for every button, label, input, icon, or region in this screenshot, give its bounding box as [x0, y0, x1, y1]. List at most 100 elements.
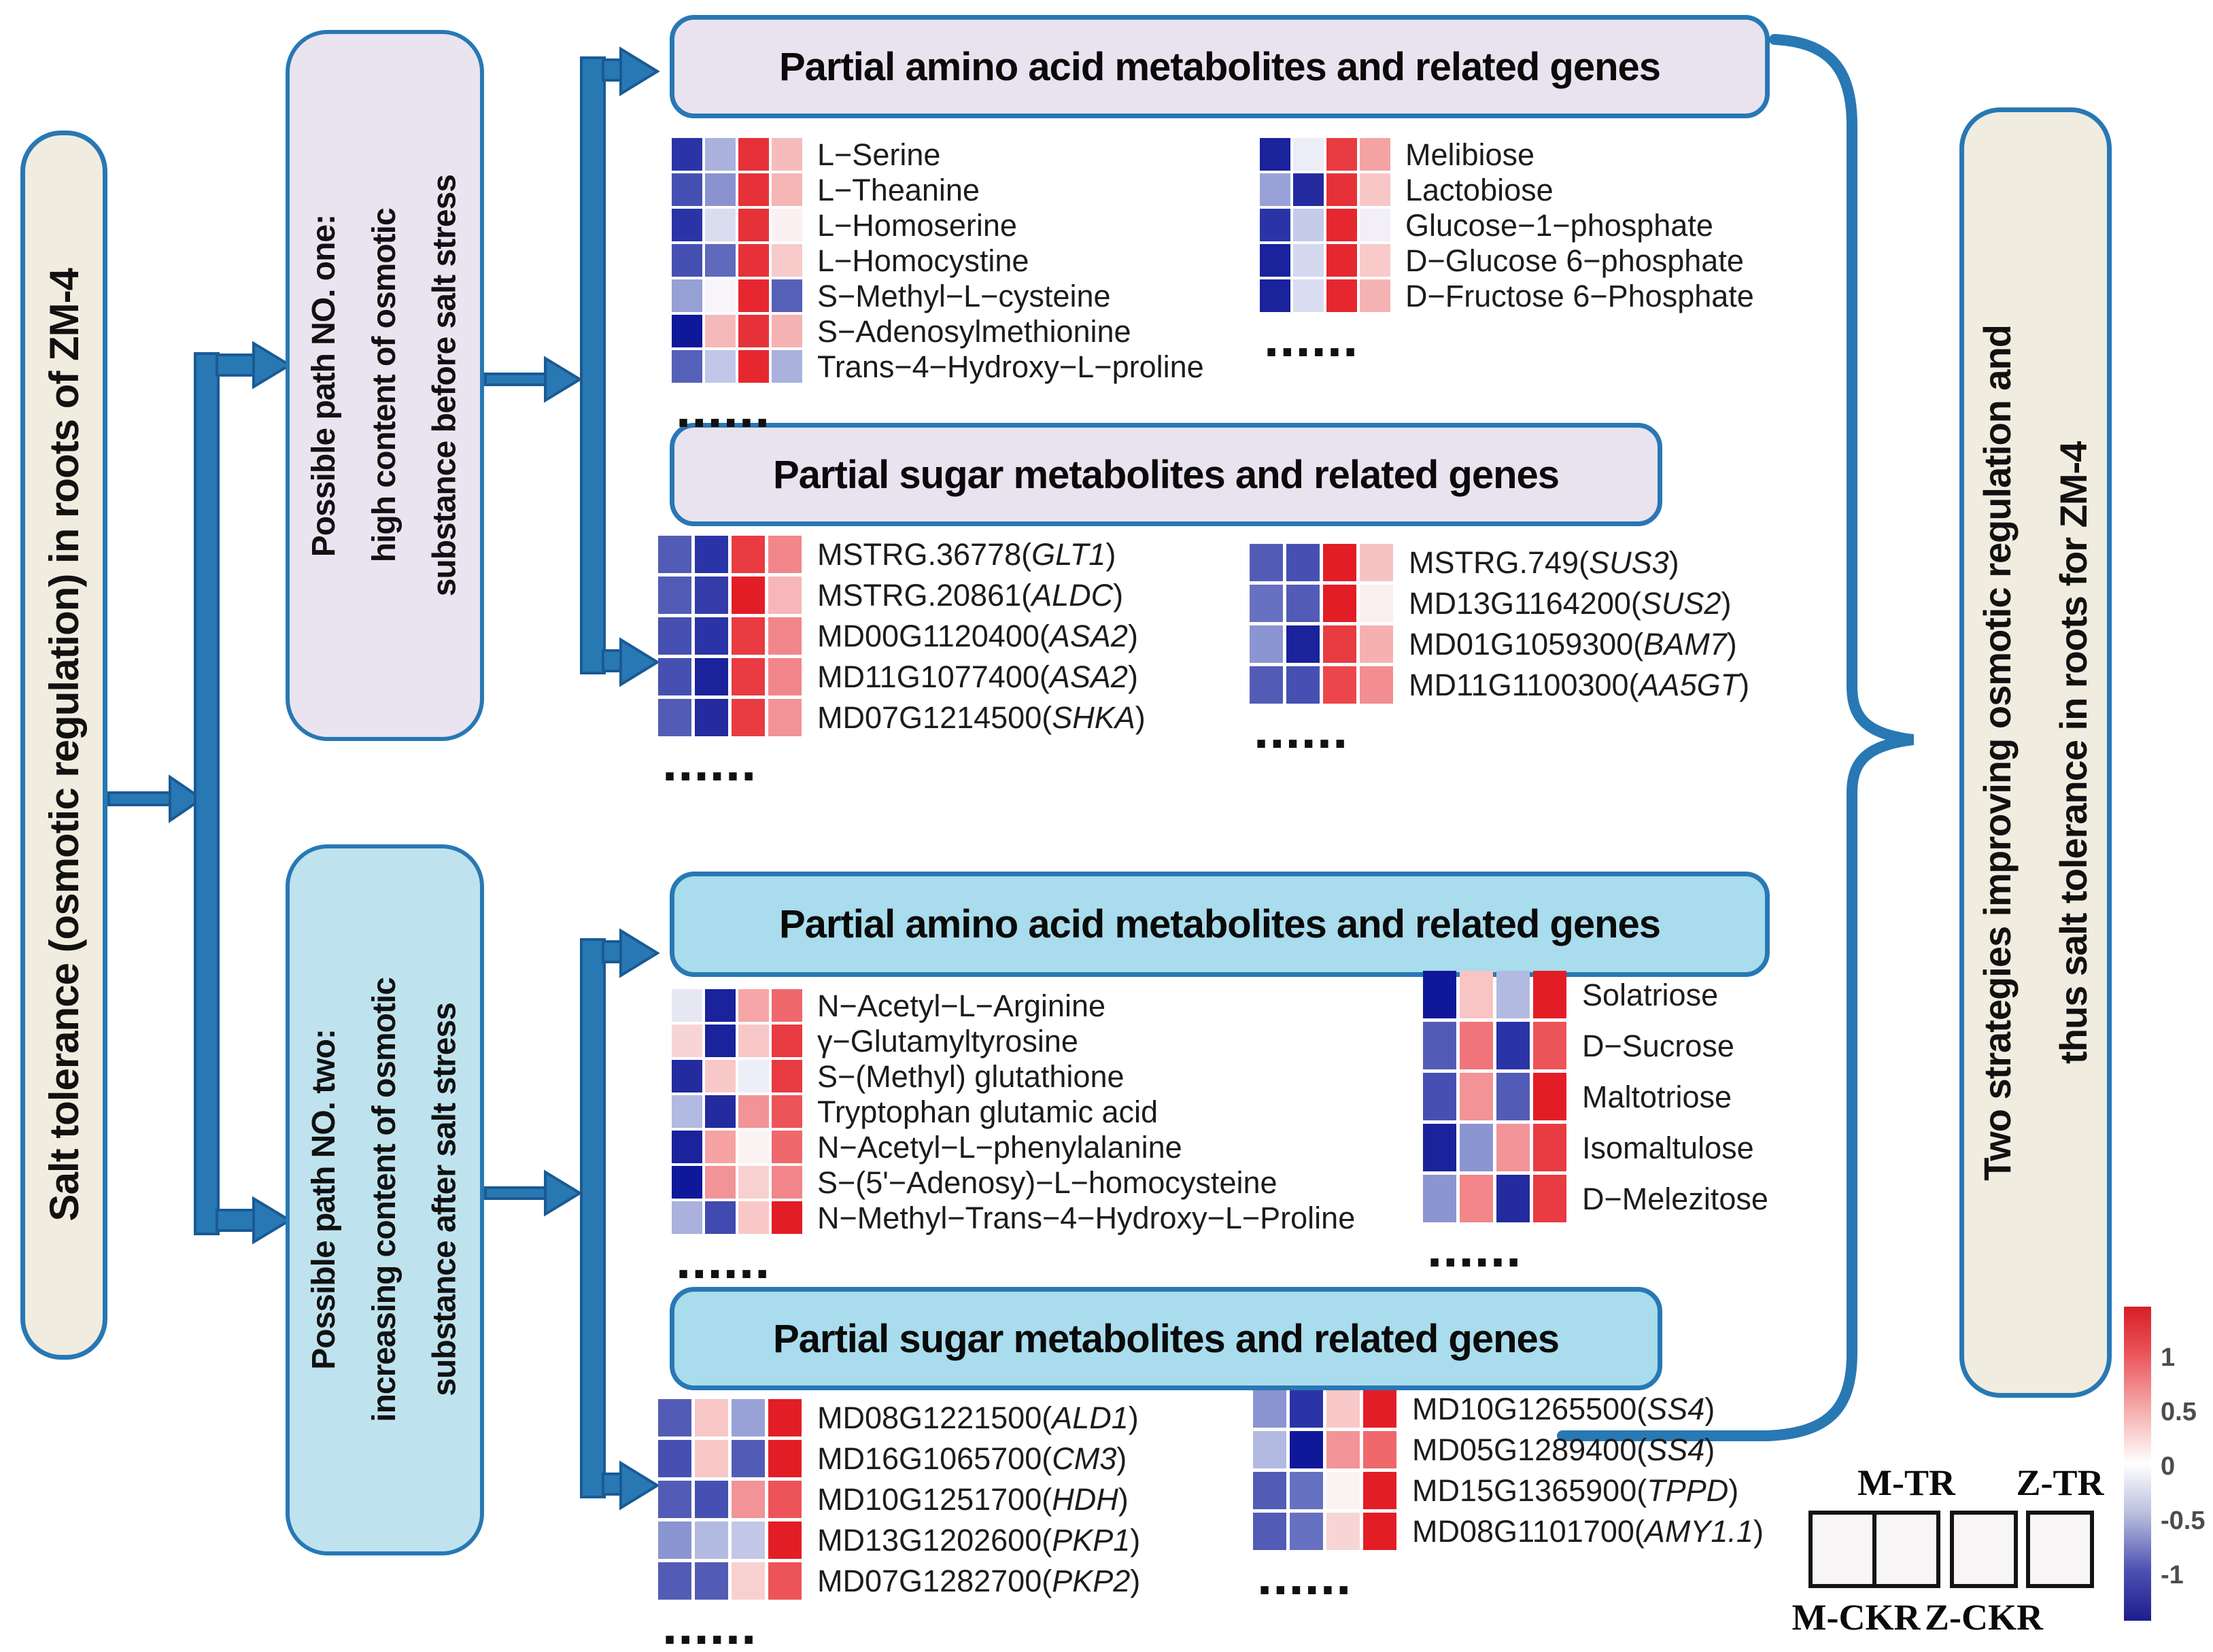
heatmap-row: MD11G1077400(ASA2) — [658, 658, 1146, 695]
heatmap-row: S−Methyl−L−cysteine — [672, 279, 1204, 312]
heatmap-cell — [1250, 666, 1283, 704]
heatmap-row: S−Adenosylmethionine — [672, 315, 1204, 347]
heatmap-cell — [658, 536, 691, 573]
row-label: Melibiose — [1405, 137, 1535, 172]
heatmap-cell — [732, 1399, 765, 1436]
heatmap-cell — [772, 1166, 802, 1199]
row-label: MD11G1077400(ASA2) — [817, 659, 1138, 694]
row-label: Glucose−1−phosphate — [1405, 207, 1713, 243]
heatmap-cell — [732, 1521, 765, 1559]
heatmap-cell — [1496, 971, 1530, 1018]
heatmap-cell — [768, 1440, 802, 1477]
heatmap-cell — [1253, 1390, 1286, 1428]
heatmap-cell — [738, 1131, 769, 1163]
heatmap-row: L−Theanine — [672, 173, 1204, 206]
ellipsis-dots: ...... — [676, 1229, 771, 1290]
heatmap-cell — [672, 173, 702, 206]
heatmap-cell — [672, 315, 702, 347]
heatmap-cell — [1360, 279, 1390, 312]
heatmap-row: MSTRG.36778(GLT1) — [658, 536, 1146, 573]
heatmap-row: N−Acetyl−L−Arginine — [672, 989, 1355, 1022]
row-label: S−Methyl−L−cysteine — [817, 278, 1111, 313]
heatmap-row: MD08G1101700(AMY1.1) — [1253, 1513, 1764, 1550]
heatmap-cell — [772, 209, 802, 241]
conclusion-text: Two strategies improving osmotic regulat… — [1976, 324, 2095, 1181]
heatmap-cell — [658, 658, 691, 695]
heatmap-cell — [772, 315, 802, 347]
heatmap-row: D−Sucrose — [1423, 1022, 1768, 1069]
row-label: Solatriose — [1582, 977, 1719, 1012]
heatmap-cell — [1326, 1431, 1360, 1468]
row-label: D−Melezitose — [1582, 1181, 1768, 1216]
heatmap-cell — [705, 1095, 736, 1128]
heatmap-row: MD13G1164200(SUS2) — [1250, 585, 1749, 622]
arrow-to-amino-header-one — [619, 46, 660, 97]
heatmap-cell — [1460, 1175, 1493, 1222]
heatmap-cell — [738, 350, 769, 383]
header-amino-path-one-label: Partial amino acid metabolites and relat… — [778, 44, 1661, 89]
column-label-z-tr: Z-TR — [2016, 1462, 2104, 1503]
trunk-path-one — [580, 46, 660, 687]
arrow-to-sugar-genes-one — [619, 637, 660, 687]
row-label: γ−Glutamyltyrosine — [817, 1023, 1078, 1059]
heatmap-cell — [695, 1521, 728, 1559]
heatmap-cell — [1326, 173, 1357, 206]
heatmap-cell — [1290, 1513, 1323, 1550]
heatmap-cell — [658, 1440, 691, 1477]
heatmap-row: MD01G1059300(BAM7) — [1250, 625, 1749, 663]
header-sugar-path-one: Partial sugar metabolites and related ge… — [670, 423, 1662, 526]
row-label: MD10G1251700(HDH) — [817, 1482, 1129, 1517]
colorbar-tick-1: 1 — [2161, 1343, 2176, 1372]
heatmap-cell — [672, 138, 702, 171]
left-title: Salt tolerance (osmotic regulation) in r… — [41, 269, 87, 1222]
heatmap-row: MD15G1365900(TPPD) — [1253, 1472, 1764, 1509]
brace-to-conclusion — [1557, 34, 1914, 1441]
heatmap-cell — [672, 279, 702, 312]
heatmap-cell — [738, 209, 769, 241]
heatmap-cell — [772, 1025, 802, 1057]
heatmap-cell — [1323, 625, 1356, 663]
legend-box-z-ckr — [1950, 1511, 2018, 1588]
heatmap-cell — [1293, 279, 1324, 312]
row-label: Isomaltulose — [1582, 1130, 1754, 1165]
heatmap-sugar-genes-one-right: MSTRG.749(SUS3)MD13G1164200(SUS2)MD01G10… — [1250, 544, 1749, 757]
heatmap-row: L−Serine — [672, 138, 1204, 171]
colorbar-tick-0: 0 — [2161, 1452, 2176, 1481]
heatmap-cell — [772, 173, 802, 206]
heatmap-sugar-genes-two-right: MD10G1265500(SS4)MD05G1289400(SS4)MD15G1… — [1253, 1390, 1764, 1603]
colorbar-tick-neg0.5: -0.5 — [2161, 1507, 2206, 1535]
heatmap-cell — [1533, 1022, 1566, 1069]
row-label: MD07G1214500(SHKA) — [817, 700, 1146, 735]
heatmap-cell — [1253, 1472, 1286, 1509]
arrow-to-path-two — [252, 1196, 292, 1245]
heatmap-cell — [1260, 244, 1290, 277]
row-label: MD15G1365900(TPPD) — [1412, 1473, 1739, 1508]
heatmap-cell — [732, 658, 765, 695]
heatmap-cell — [768, 617, 802, 655]
legend-box-z-tr — [2026, 1511, 2094, 1588]
heatmap-cell — [1293, 209, 1324, 241]
heatmap-row: MD13G1202600(PKP1) — [658, 1521, 1140, 1559]
row-label: Maltotriose — [1582, 1079, 1732, 1114]
heatmap-cell — [772, 138, 802, 171]
heatmap-cell — [1496, 1022, 1530, 1069]
path-one-text: Possible path NO. one: high content of o… — [305, 174, 463, 597]
heatmap-cell — [768, 536, 802, 573]
heatmap-cell — [768, 658, 802, 695]
ellipsis-dots: ...... — [1264, 307, 1359, 368]
heatmap-cell — [732, 1562, 765, 1600]
heatmap-cell — [732, 617, 765, 655]
heatmap-cell — [772, 244, 802, 277]
heatmap-row: N−Acetyl−L−phenylalanine — [672, 1131, 1355, 1163]
heatmap-row: MD05G1289400(SS4) — [1253, 1431, 1764, 1468]
row-label: MD07G1282700(PKP2) — [817, 1564, 1141, 1598]
heatmap-cell — [1360, 544, 1393, 581]
heatmap-cell — [1326, 244, 1357, 277]
heatmap-cell — [772, 1060, 802, 1092]
heatmap-cell — [1423, 1022, 1456, 1069]
heatmap-row: Trans−4−Hydroxy−L−proline — [672, 350, 1204, 383]
heatmap-cell — [1360, 585, 1393, 622]
row-label: MD00G1120400(ASA2) — [817, 619, 1138, 653]
